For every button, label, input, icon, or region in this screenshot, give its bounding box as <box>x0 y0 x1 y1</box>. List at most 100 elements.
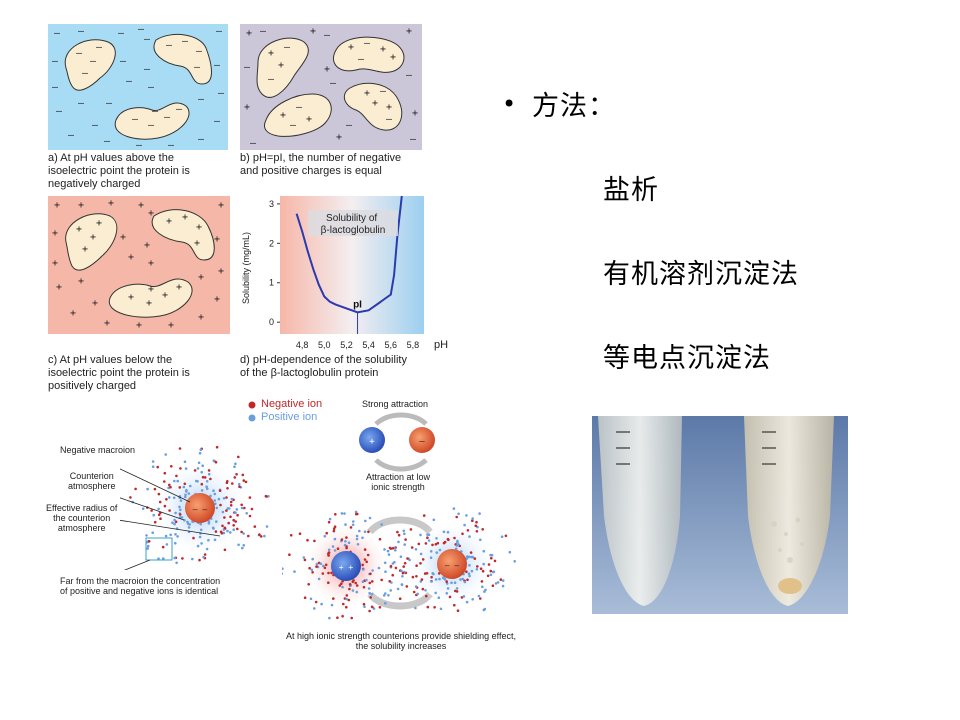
chart-title-box <box>308 210 398 236</box>
x-tick-label: 5,8 <box>407 340 420 350</box>
svg-text:+: + <box>268 48 274 59</box>
svg-text:–: – <box>120 56 127 67</box>
svg-text:+: + <box>214 234 220 245</box>
svg-text:–: – <box>52 56 59 67</box>
svg-text:+: + <box>104 318 110 329</box>
svg-text:–: – <box>196 46 203 57</box>
ion-legend-negative-dot <box>248 401 256 409</box>
svg-text:–: – <box>76 48 83 59</box>
svg-text:+: + <box>92 298 98 309</box>
high-ionic-label: At high ionic strength counterions provi… <box>286 631 516 651</box>
svg-text:+: + <box>148 208 154 219</box>
svg-text:+: + <box>182 212 188 223</box>
svg-text:+: + <box>78 200 84 211</box>
svg-text:–: – <box>148 120 155 131</box>
solubility-curve <box>295 195 403 314</box>
svg-text:+: + <box>348 42 354 53</box>
method-isoelectric: 等电点沉淀法 <box>603 343 771 374</box>
chart-ylabel: Solubility (mg/mL) <box>241 232 251 304</box>
svg-text:+: + <box>148 284 154 295</box>
panel-c-positive: +++++ +++++ +++++ +++++ ++++ ++++ ++++ +… <box>48 196 230 334</box>
svg-text:–: – <box>136 140 143 150</box>
svg-text:+: + <box>196 222 202 233</box>
svg-text:–: – <box>268 74 275 85</box>
svg-text:+: + <box>148 258 154 269</box>
svg-text:–: – <box>214 116 221 127</box>
svg-text:+: + <box>244 102 250 113</box>
svg-text:–: – <box>56 106 63 117</box>
svg-text:+: + <box>70 308 76 319</box>
svg-text:–: – <box>166 40 173 51</box>
svg-text:+: + <box>246 28 252 39</box>
attraction-pair: + – <box>359 412 435 472</box>
svg-text:–: – <box>410 134 417 145</box>
svg-text:–: – <box>406 70 413 81</box>
svg-text:–: – <box>104 136 111 147</box>
svg-text:–: – <box>52 82 59 93</box>
svg-text:+: + <box>120 232 126 243</box>
svg-text:–: – <box>82 68 89 79</box>
high-ionic-strength-diagram: + + – – <box>282 507 516 620</box>
svg-text:+: + <box>136 320 142 331</box>
svg-text:–: – <box>144 34 151 45</box>
svg-text:–: – <box>106 98 113 109</box>
svg-text:+ +: + + <box>339 563 354 572</box>
svg-text:–: – <box>260 26 267 37</box>
svg-text:–: – <box>96 42 103 53</box>
panel-a-caption: a) At pH values above the isoelectric po… <box>48 152 190 190</box>
negative-macroion-label: Negative macroion <box>60 445 136 455</box>
svg-text:–: – <box>54 28 61 39</box>
svg-text:+: + <box>412 108 418 119</box>
svg-text:+: + <box>198 312 204 323</box>
x-tick-label: 5,6 <box>385 340 398 350</box>
svg-text:–: – <box>118 28 125 39</box>
svg-text:–: – <box>419 437 425 447</box>
svg-text:+: + <box>108 198 114 209</box>
svg-text:+: + <box>176 282 182 293</box>
panel-d-caption: d) pH-dependence of the solubility of th… <box>240 354 407 379</box>
svg-text:+: + <box>128 292 134 303</box>
counterion-atmosphere-diagram: – – <box>120 445 270 570</box>
svg-text:–: – <box>78 26 85 37</box>
svg-text:–: – <box>176 104 183 115</box>
pi-label: pI <box>353 299 362 310</box>
svg-text:–: – <box>380 86 387 97</box>
methods-bullet: • <box>502 90 517 118</box>
svg-text:–: – <box>296 102 303 113</box>
svg-text:+: + <box>144 240 150 251</box>
svg-text:–: – <box>78 98 85 109</box>
svg-text:+: + <box>76 224 82 235</box>
svg-text:–: – <box>346 120 353 131</box>
ion-legend-positive-dot <box>248 414 256 422</box>
svg-text:+: + <box>324 64 330 75</box>
counterion-atmosphere-label: Counterion atmosphere <box>68 471 116 491</box>
svg-text:–: – <box>152 106 159 117</box>
svg-text:+: + <box>280 110 286 121</box>
svg-text:+: + <box>162 290 168 301</box>
svg-text:+: + <box>78 276 84 287</box>
svg-text:–: – <box>194 62 201 73</box>
svg-text:+: + <box>56 282 62 293</box>
y-tick-label: 3 <box>269 199 274 209</box>
svg-text:–: – <box>198 94 205 105</box>
svg-text:–: – <box>138 24 145 35</box>
svg-text:–: – <box>324 30 331 41</box>
chart-xlabel: pH <box>434 339 448 351</box>
y-tick-label: 0 <box>269 317 274 327</box>
effective-radius-label: Effective radius of the counterion atmos… <box>46 503 118 533</box>
ion-legend-negative: Negative ion <box>261 398 323 410</box>
svg-text:+: + <box>166 216 172 227</box>
svg-text:–: – <box>92 120 99 131</box>
x-tick-label: 4,8 <box>296 340 309 350</box>
test-tubes-photo <box>592 416 848 614</box>
method-salting-out: 盐析 <box>603 175 659 206</box>
svg-text:–: – <box>330 78 337 89</box>
svg-text:–: – <box>148 82 155 93</box>
svg-text:–: – <box>68 130 75 141</box>
x-tick-label: 5,0 <box>318 340 331 350</box>
svg-text:–: – <box>144 64 151 75</box>
svg-text:+: + <box>390 52 396 63</box>
svg-text:+: + <box>278 60 284 71</box>
svg-text:+: + <box>218 266 224 277</box>
svg-text:+: + <box>214 294 220 305</box>
